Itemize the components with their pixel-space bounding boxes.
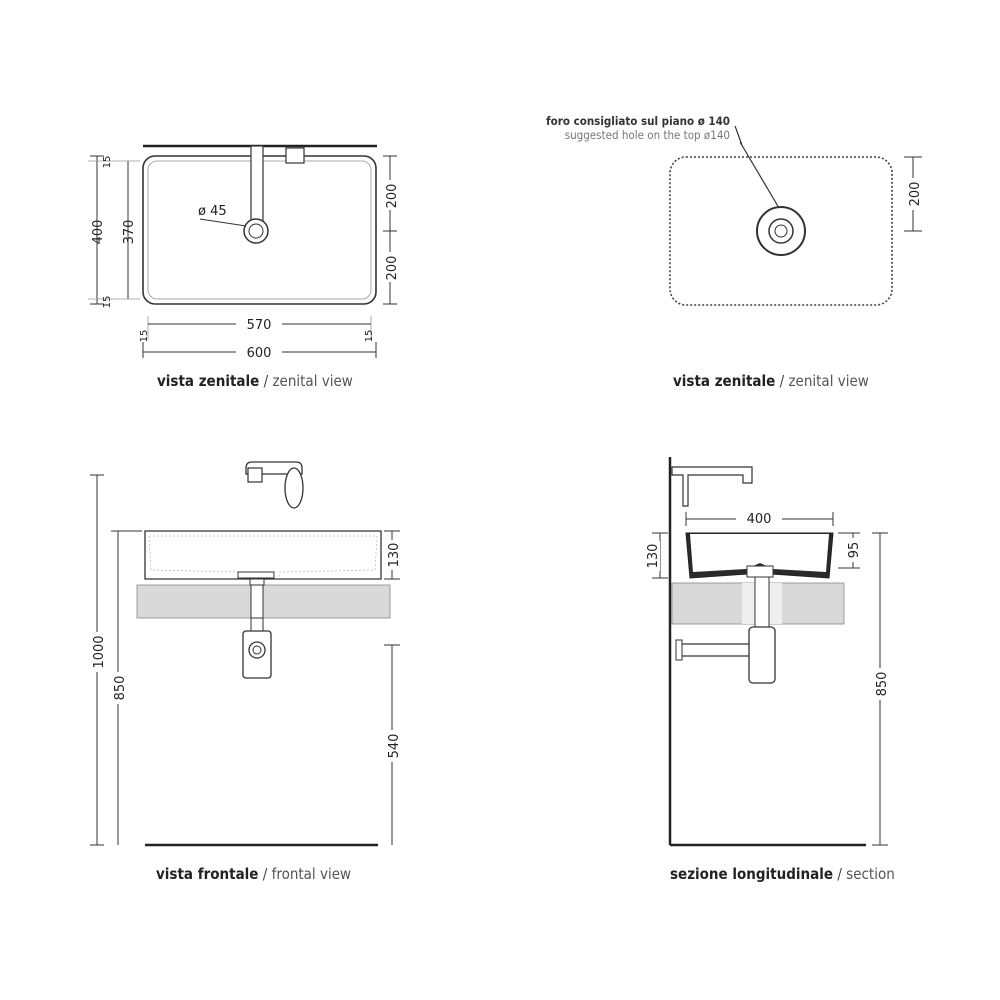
caption-it: sezione longitudinale bbox=[670, 865, 834, 883]
dim-1000: 1000 bbox=[92, 635, 107, 668]
caption-it: vista frontale bbox=[156, 865, 259, 883]
dim-15-bottom: 15 bbox=[102, 296, 113, 309]
note-italian: foro consigliato sul piano ø 140 bbox=[546, 114, 730, 128]
dim-600: 600 bbox=[247, 346, 272, 361]
caption-bottom-right: sezione longitudinale / section bbox=[670, 865, 895, 883]
faucet-spout bbox=[250, 145, 264, 227]
dim-15-right: 15 bbox=[364, 330, 375, 343]
caption-separator: / bbox=[779, 372, 785, 390]
note-english: suggested hole on the top ø140 bbox=[564, 128, 730, 142]
view-top-left: ø 45 400 370 15 15 200 200 570 15 15 600 bbox=[88, 144, 400, 361]
basin-outline-dotted bbox=[669, 156, 893, 306]
caption-separator: / bbox=[262, 865, 268, 883]
dim-15-top: 15 bbox=[102, 156, 113, 169]
dim-850: 850 bbox=[113, 676, 128, 701]
dim-850-section: 850 bbox=[875, 672, 890, 697]
wall-mixer bbox=[245, 461, 304, 509]
dim-370: 370 bbox=[122, 220, 137, 245]
dim-400-section: 400 bbox=[747, 512, 772, 527]
caption-top-right: vista zenitale / zenital view bbox=[673, 372, 869, 390]
faucet-section bbox=[671, 466, 753, 507]
caption-en: frontal view bbox=[271, 865, 352, 883]
dim-15-left: 15 bbox=[139, 330, 150, 343]
view-bottom-right: 400 130 95 850 bbox=[646, 457, 890, 847]
drain-hole bbox=[243, 218, 269, 244]
dim-95: 95 bbox=[847, 542, 862, 559]
caption-it: vista zenitale bbox=[673, 372, 776, 390]
basin-front bbox=[144, 530, 382, 580]
dim-130: 130 bbox=[387, 543, 402, 568]
suggested-hole-note: foro consigliato sul piano ø 140 suggest… bbox=[506, 114, 730, 142]
view-bottom-left: 1000 850 130 540 bbox=[89, 461, 402, 847]
hole-diameter-label: ø 45 bbox=[198, 204, 227, 219]
caption-en: zenital view bbox=[272, 372, 353, 390]
caption-separator: / bbox=[263, 372, 269, 390]
caption-en: zenital view bbox=[788, 372, 869, 390]
dim-130-section: 130 bbox=[646, 544, 661, 569]
view-top-right: 200 bbox=[669, 125, 923, 306]
dim-200-lower: 200 bbox=[385, 256, 400, 281]
dim-200: 200 bbox=[908, 182, 923, 207]
dim-540: 540 bbox=[387, 734, 402, 759]
suggested-hole bbox=[756, 206, 806, 256]
caption-en: section bbox=[846, 865, 895, 883]
dim-200-upper: 200 bbox=[385, 184, 400, 209]
caption-it: vista zenitale bbox=[157, 372, 260, 390]
dim-570: 570 bbox=[247, 318, 272, 333]
caption-top-left: vista zenitale / zenital view bbox=[157, 372, 353, 390]
caption-separator: / bbox=[837, 865, 842, 883]
dim-400: 400 bbox=[91, 220, 106, 245]
caption-bottom-left: vista frontale / frontal view bbox=[156, 865, 351, 883]
